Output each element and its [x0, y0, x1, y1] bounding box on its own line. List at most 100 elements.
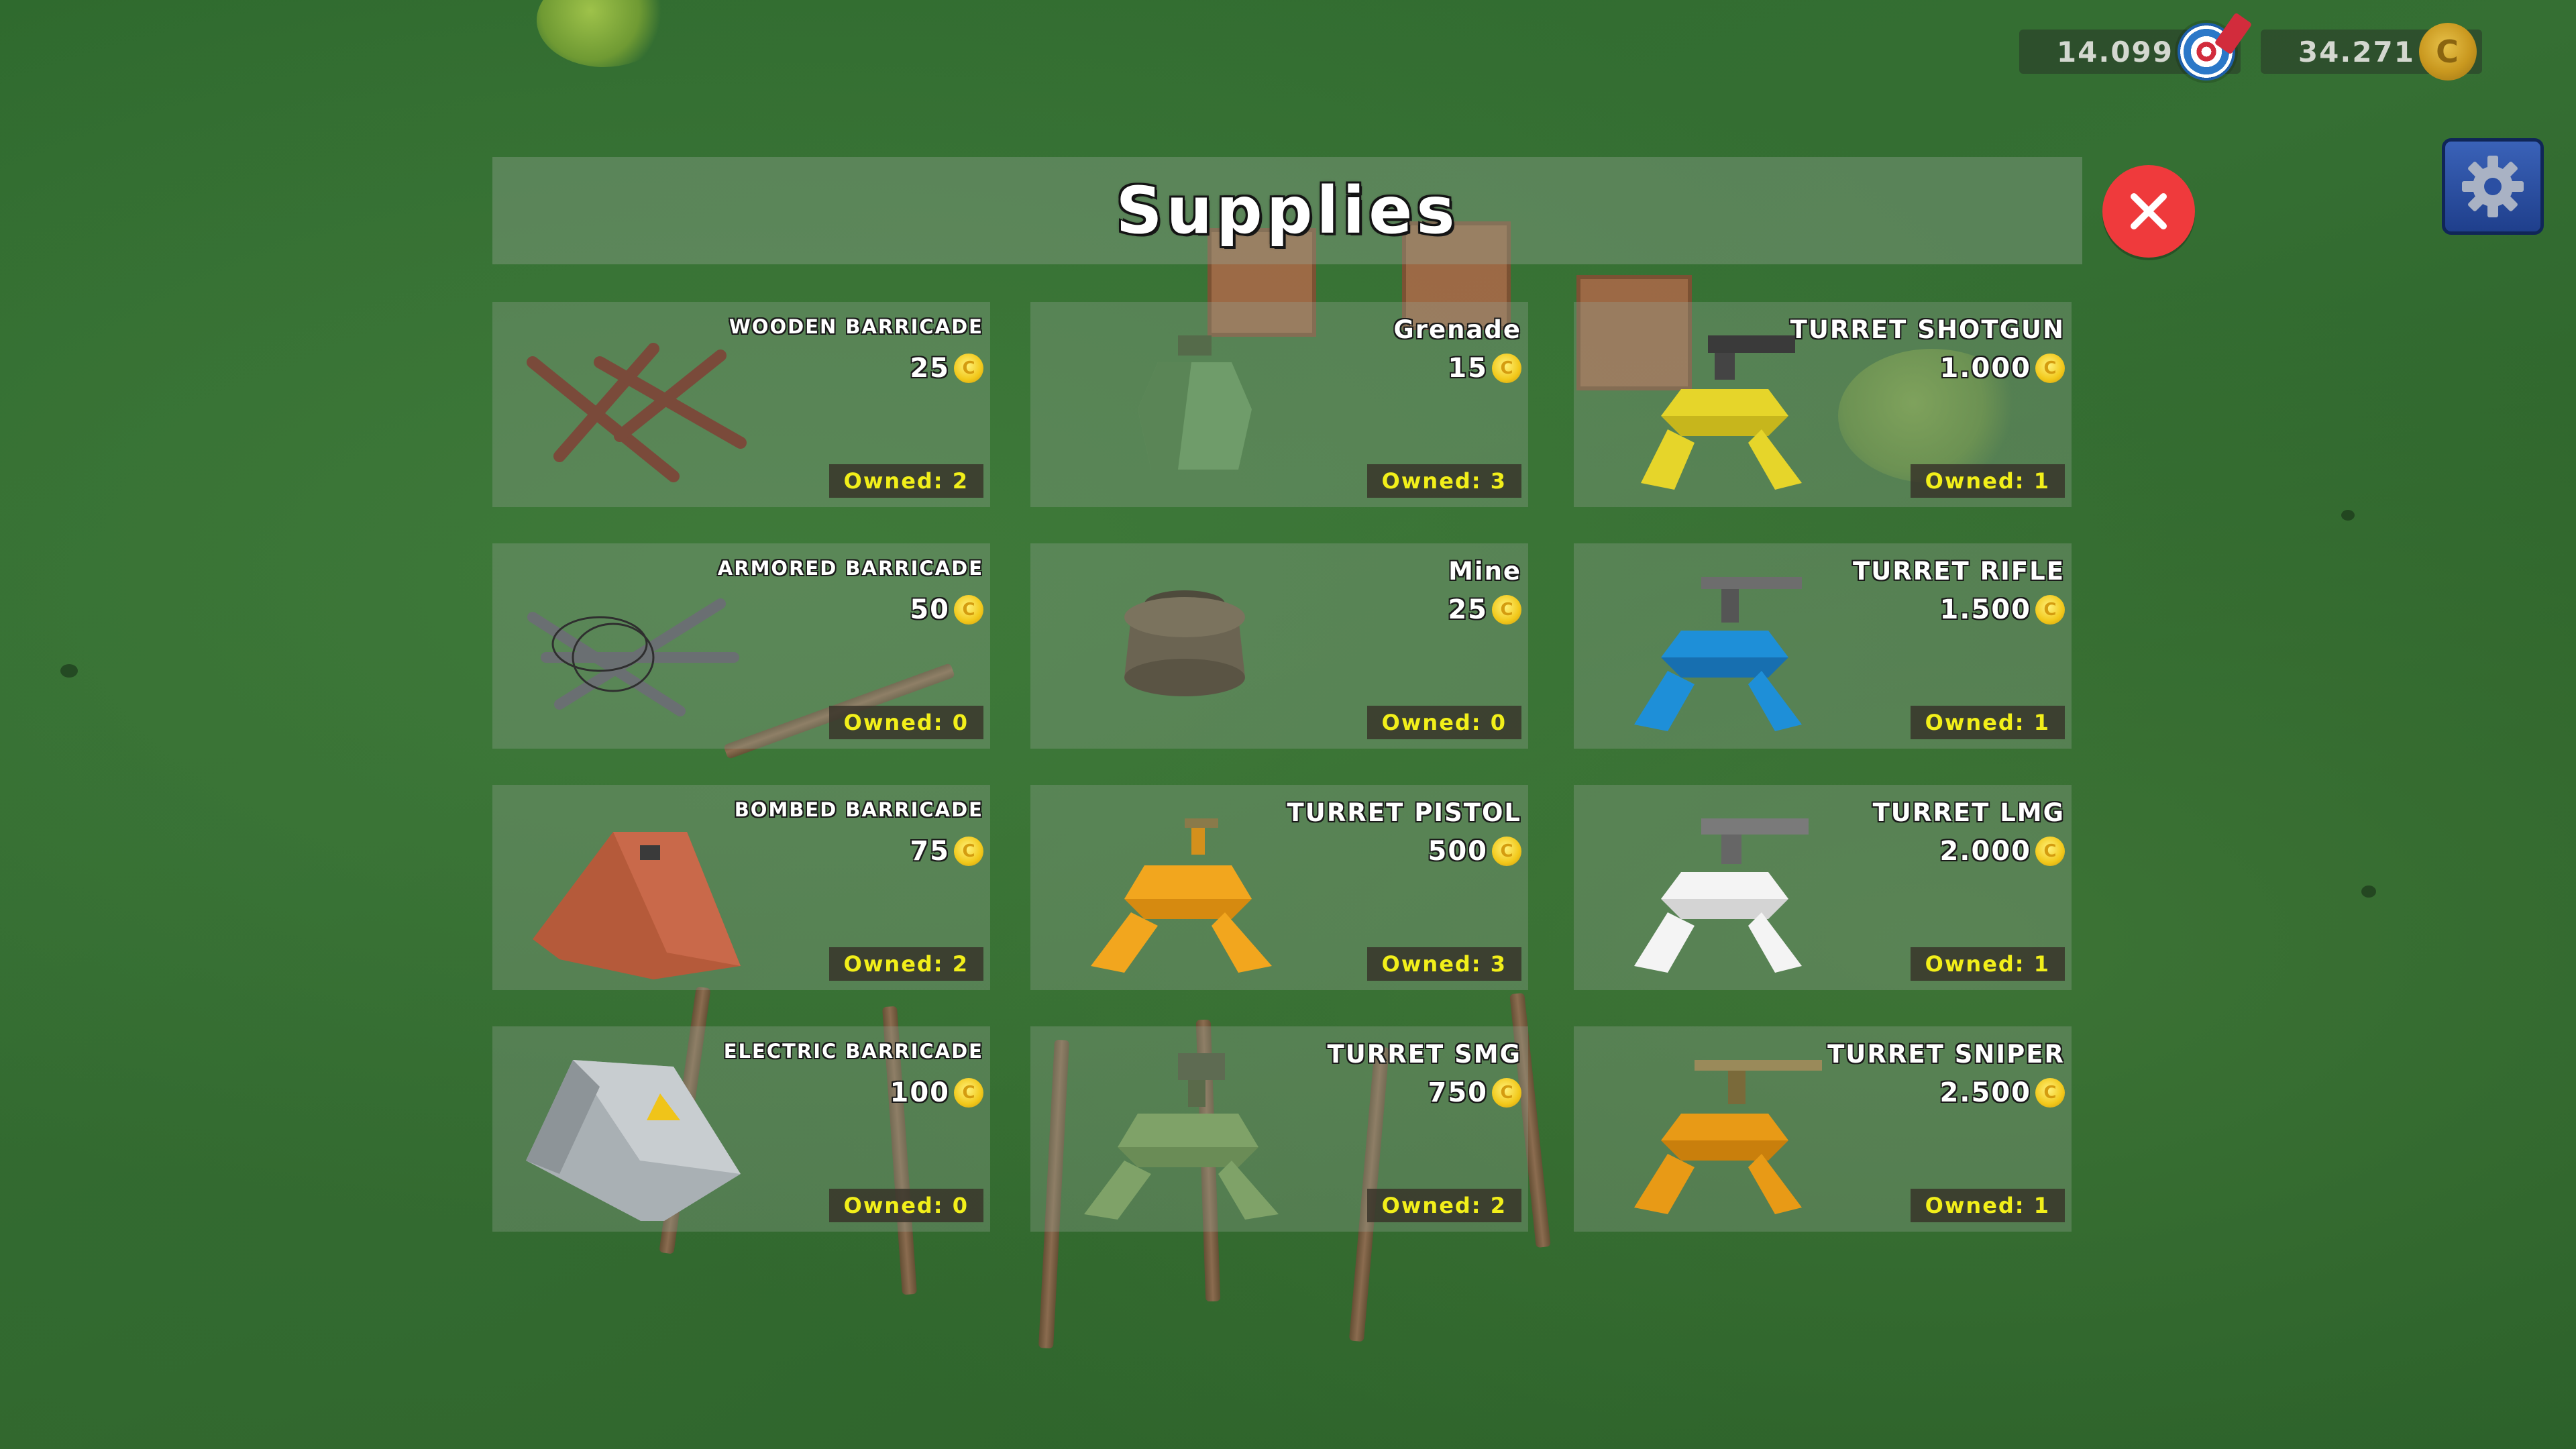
grenade-icon — [1138, 335, 1252, 470]
electric-barricade-icon — [526, 1060, 741, 1221]
coin-icon: C — [1492, 354, 1521, 383]
item-price: 2.000 — [1939, 836, 2031, 867]
debris — [60, 664, 78, 678]
owned-count: Owned: 2 — [1366, 1189, 1521, 1222]
item-name: TURRET SMG — [1327, 1040, 1521, 1069]
owned-count: Owned: 3 — [1366, 947, 1521, 981]
close-icon — [2131, 193, 2167, 229]
supply-card-turret-pistol[interactable]: TURRET PISTOL 500 C Owned: 3 — [1030, 785, 1528, 990]
supply-card-turret-sniper[interactable]: TURRET SNIPER 2.500 C Owned: 1 — [1574, 1026, 2072, 1232]
supply-card-bombed-barricade[interactable]: BOMBED BARRICADE 75 C Owned: 2 — [492, 785, 990, 990]
item-name: BOMBED BARRICADE — [734, 798, 983, 821]
item-price: 750 — [1428, 1077, 1488, 1108]
item-name: TURRET PISTOL — [1287, 798, 1521, 827]
score-counter: 14.099 — [2019, 12, 2253, 80]
settings-button[interactable] — [2442, 138, 2544, 235]
item-name: TURRET LMG — [1872, 798, 2065, 827]
price-tag: 75 C — [910, 836, 983, 867]
coin-icon: C — [2035, 837, 2065, 866]
owned-count: Owned: 1 — [1910, 464, 2065, 498]
supplies-grid: WOODEN BARRICADE 25 C Owned: 2 Grenade 1… — [492, 302, 2076, 1234]
price-tag: 25 C — [1448, 594, 1521, 625]
price-tag: 2.000 C — [1939, 836, 2065, 867]
item-price: 2.500 — [1939, 1077, 2031, 1108]
item-price: 500 — [1428, 836, 1488, 867]
coin-icon: C — [954, 595, 983, 625]
coin-icon: C — [1492, 837, 1521, 866]
close-button[interactable] — [2102, 165, 2195, 258]
coin-icon: C — [1492, 1078, 1521, 1108]
owned-count: Owned: 2 — [828, 947, 983, 981]
supply-card-armored-barricade[interactable]: ARMORED BARRICADE 50 C Owned: 0 — [492, 543, 990, 749]
item-name: WOODEN BARRICADE — [729, 315, 983, 338]
coin-icon: C — [954, 1078, 983, 1108]
item-name: ARMORED BARRICADE — [717, 557, 983, 580]
owned-count: Owned: 0 — [828, 706, 983, 739]
price-tag: 750 C — [1428, 1077, 1521, 1108]
turret-smg-icon — [1084, 1053, 1279, 1220]
debris — [2341, 510, 2355, 521]
item-name: Grenade — [1393, 315, 1521, 344]
mine-icon — [1124, 590, 1245, 696]
wooden-barricade-icon — [527, 343, 747, 482]
price-tag: 50 C — [910, 594, 983, 625]
item-price: 50 — [910, 594, 950, 625]
turret-pistol-icon — [1091, 818, 1272, 973]
price-tag: 500 C — [1428, 836, 1521, 867]
item-name: ELECTRIC BARRICADE — [723, 1040, 983, 1063]
coin-icon: C — [2035, 1078, 2065, 1108]
bombed-barricade-icon — [533, 832, 741, 979]
owned-count: Owned: 0 — [828, 1189, 983, 1222]
turret-sniper-icon — [1634, 1060, 1822, 1214]
supply-card-turret-smg[interactable]: TURRET SMG 750 C Owned: 2 — [1030, 1026, 1528, 1232]
item-name: TURRET RIFLE — [1852, 557, 2065, 586]
item-price: 75 — [910, 836, 950, 867]
owned-count: Owned: 1 — [1910, 947, 2065, 981]
coin-icon: C — [954, 354, 983, 383]
armored-barricade-icon — [527, 598, 739, 716]
item-name: TURRET SHOTGUN — [1790, 315, 2065, 344]
item-name: TURRET SNIPER — [1827, 1040, 2065, 1069]
supply-card-mine[interactable]: Mine 25 C Owned: 0 — [1030, 543, 1528, 749]
price-tag: 100 C — [890, 1077, 983, 1108]
coin-value: 34.271 — [2298, 35, 2415, 68]
item-name: Mine — [1448, 557, 1521, 586]
debris — [2361, 885, 2376, 898]
supply-card-turret-lmg[interactable]: TURRET LMG 2.000 C Owned: 1 — [1574, 785, 2072, 990]
turret-rifle-icon — [1634, 577, 1802, 731]
coin-icon: C — [1492, 595, 1521, 625]
score-value: 14.099 — [2056, 35, 2174, 68]
supply-card-turret-rifle[interactable]: TURRET RIFLE 1.500 C Owned: 1 — [1574, 543, 2072, 749]
price-tag: 25 C — [910, 353, 983, 384]
coin-icon: C — [2419, 23, 2477, 80]
item-price: 15 — [1448, 353, 1488, 384]
price-tag: 1.000 C — [1939, 353, 2065, 384]
bush — [537, 0, 671, 67]
item-price: 100 — [890, 1077, 950, 1108]
coin-icon: C — [954, 837, 983, 866]
turret-lmg-icon — [1634, 818, 1809, 973]
owned-count: Owned: 2 — [828, 464, 983, 498]
coin-icon: C — [2035, 354, 2065, 383]
supply-card-grenade[interactable]: Grenade 15 C Owned: 3 — [1030, 302, 1528, 507]
coin-counter: 34.271 C — [2261, 23, 2482, 80]
owned-count: Owned: 1 — [1910, 1189, 2065, 1222]
item-price: 1.000 — [1939, 353, 2031, 384]
item-price: 1.500 — [1939, 594, 2031, 625]
item-price: 25 — [1448, 594, 1488, 625]
item-price: 25 — [910, 353, 950, 384]
price-tag: 15 C — [1448, 353, 1521, 384]
supply-card-wooden-barricade[interactable]: WOODEN BARRICADE 25 C Owned: 2 — [492, 302, 990, 507]
panel-title-bar: Supplies — [492, 157, 2082, 264]
coin-icon: C — [2035, 595, 2065, 625]
page-title: Supplies — [1116, 173, 1459, 248]
turret-shotgun-icon — [1641, 335, 1802, 490]
price-tag: 1.500 C — [1939, 594, 2065, 625]
owned-count: Owned: 1 — [1910, 706, 2065, 739]
owned-count: Owned: 3 — [1366, 464, 1521, 498]
supply-card-turret-shotgun[interactable]: TURRET SHOTGUN 1.000 C Owned: 1 — [1574, 302, 2072, 507]
owned-count: Owned: 0 — [1366, 706, 1521, 739]
supply-card-electric-barricade[interactable]: ELECTRIC BARRICADE 100 C Owned: 0 — [492, 1026, 990, 1232]
price-tag: 2.500 C — [1939, 1077, 2065, 1108]
gear-icon — [2462, 156, 2524, 217]
